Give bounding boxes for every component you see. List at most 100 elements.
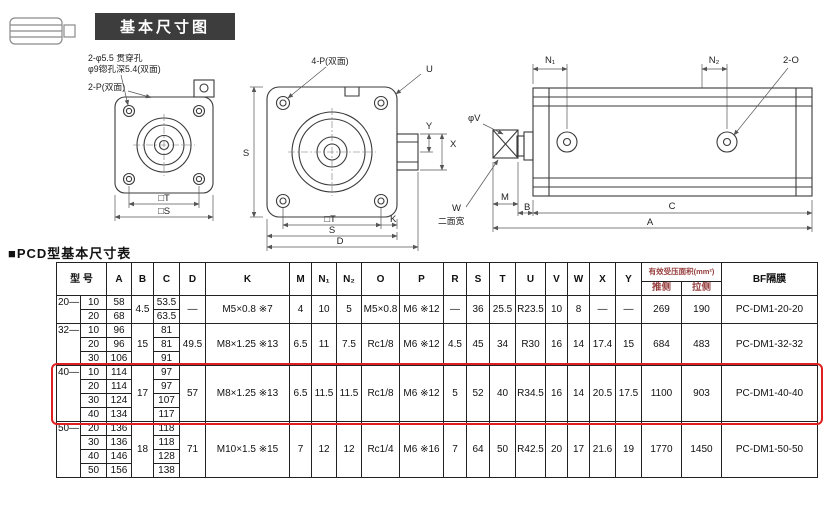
cell-N1: 11 (311, 323, 337, 366)
header-bf-diaphragm: BF隔膜 (721, 262, 818, 296)
cell-P: M6 ※16 (399, 421, 444, 478)
cell-pull: 190 (681, 295, 722, 324)
cell-D: 71 (179, 421, 206, 478)
cell-stroke: 30 (80, 393, 107, 408)
cell-A: 136 (106, 421, 132, 436)
cell-R: 7 (443, 421, 467, 478)
cell-S: 45 (466, 323, 490, 366)
cell-M: 6.5 (289, 323, 312, 366)
cell-N1: 12 (311, 421, 337, 478)
header-col-4: K (205, 262, 290, 296)
dim-label-k: K (390, 214, 397, 225)
cell-A: 146 (106, 449, 132, 464)
cell-S: 36 (466, 295, 490, 324)
section-badge: 基本尺寸图 (95, 13, 235, 40)
cell-push: 269 (641, 295, 682, 324)
cell-stroke: 40 (80, 407, 107, 422)
cell-C: 91 (153, 351, 180, 366)
dim-label-b: B (524, 202, 530, 213)
cell-P: M6 ※12 (399, 295, 444, 324)
cell-stroke: 10 (80, 365, 107, 380)
dimension-drawings: 2-φ5.5 贯穿孔 φ9锪孔深5.4(双面) 2-P(双面) □T □S (9, 17, 813, 251)
brand-cylinder-icon (9, 17, 76, 45)
cell-X: — (589, 295, 616, 324)
dim-label-s-bottom: S (329, 225, 335, 236)
cell-Y: 19 (615, 421, 642, 478)
cell-N2: 5 (336, 295, 362, 324)
cell-stroke: 30 (80, 435, 107, 450)
cell-stroke: 20 (80, 309, 107, 324)
dim-label-u: U (426, 64, 433, 75)
drawing-side-view: N₁ N₂ 2-O φV W 二面宽 M B C A (438, 55, 813, 232)
header-col-0: A (106, 262, 132, 296)
cell-stroke: 10 (80, 323, 107, 338)
header-push-side: 推侧 (641, 281, 682, 296)
header-col-5: M (289, 262, 312, 296)
dim-label-square-t2: □T (324, 214, 336, 225)
cell-stroke: 10 (80, 295, 107, 310)
cell-stroke: 20 (80, 421, 107, 436)
note-label-w: W (452, 203, 461, 214)
cell-R: — (443, 295, 467, 324)
cell-B: 4.5 (131, 295, 154, 324)
cell-pull: 1450 (681, 421, 722, 478)
dim-label-phi-v: φV (468, 113, 481, 124)
cell-A: 96 (106, 323, 132, 338)
cell-W: 8 (567, 295, 590, 324)
cell-stroke: 50 (80, 463, 107, 478)
cell-bore: 40— (56, 365, 81, 422)
header-model: 型 号 (56, 262, 107, 296)
cell-R: 5 (443, 365, 467, 422)
cell-C: 107 (153, 393, 180, 408)
cell-D: 49.5 (179, 323, 206, 366)
drawing-front-large: 4-P(双面) U S Y X □T K S D (243, 56, 457, 251)
cell-K: M5×0.8 ※7 (205, 295, 290, 324)
header-col-16: X (589, 262, 616, 296)
dim-label-m: M (501, 192, 509, 203)
cell-C: 138 (153, 463, 180, 478)
dim-label-square-s: □S (158, 206, 170, 217)
cell-P: M6 ※12 (399, 323, 444, 366)
cell-K: M8×1.25 ※13 (205, 365, 290, 422)
cell-A: 114 (106, 365, 132, 380)
header-pull-side: 拉侧 (681, 281, 722, 296)
cell-V: 10 (545, 295, 568, 324)
cell-C: 118 (153, 421, 180, 436)
cell-bf: PC-DM1-20-20 (721, 295, 818, 324)
cell-B: 17 (131, 365, 154, 422)
cell-W: 14 (567, 323, 590, 366)
cell-N1: 10 (311, 295, 337, 324)
cell-A: 124 (106, 393, 132, 408)
cell-O: Rc1/4 (361, 421, 400, 478)
cell-stroke: 20 (80, 337, 107, 352)
cell-stroke: 20 (80, 379, 107, 394)
cell-X: 20.5 (589, 365, 616, 422)
cell-Y: — (615, 295, 642, 324)
cell-K: M8×1.25 ※13 (205, 323, 290, 366)
cell-C: 118 (153, 435, 180, 450)
dim-label-d: D (337, 236, 344, 247)
cell-A: 156 (106, 463, 132, 478)
cell-D: 57 (179, 365, 206, 422)
cell-X: 21.6 (589, 421, 616, 478)
cell-T: 50 (489, 421, 516, 478)
cell-K: M10×1.5 ※15 (205, 421, 290, 478)
header-col-3: D (179, 262, 206, 296)
cell-bore: 20— (56, 295, 81, 324)
header-col-12: T (489, 262, 516, 296)
header-col-1: B (131, 262, 154, 296)
cell-C: 81 (153, 337, 180, 352)
cell-stroke: 30 (80, 351, 107, 366)
dim-label-c: C (669, 201, 676, 212)
header-col-14: V (545, 262, 568, 296)
dim-label-n1: N₁ (545, 55, 555, 66)
